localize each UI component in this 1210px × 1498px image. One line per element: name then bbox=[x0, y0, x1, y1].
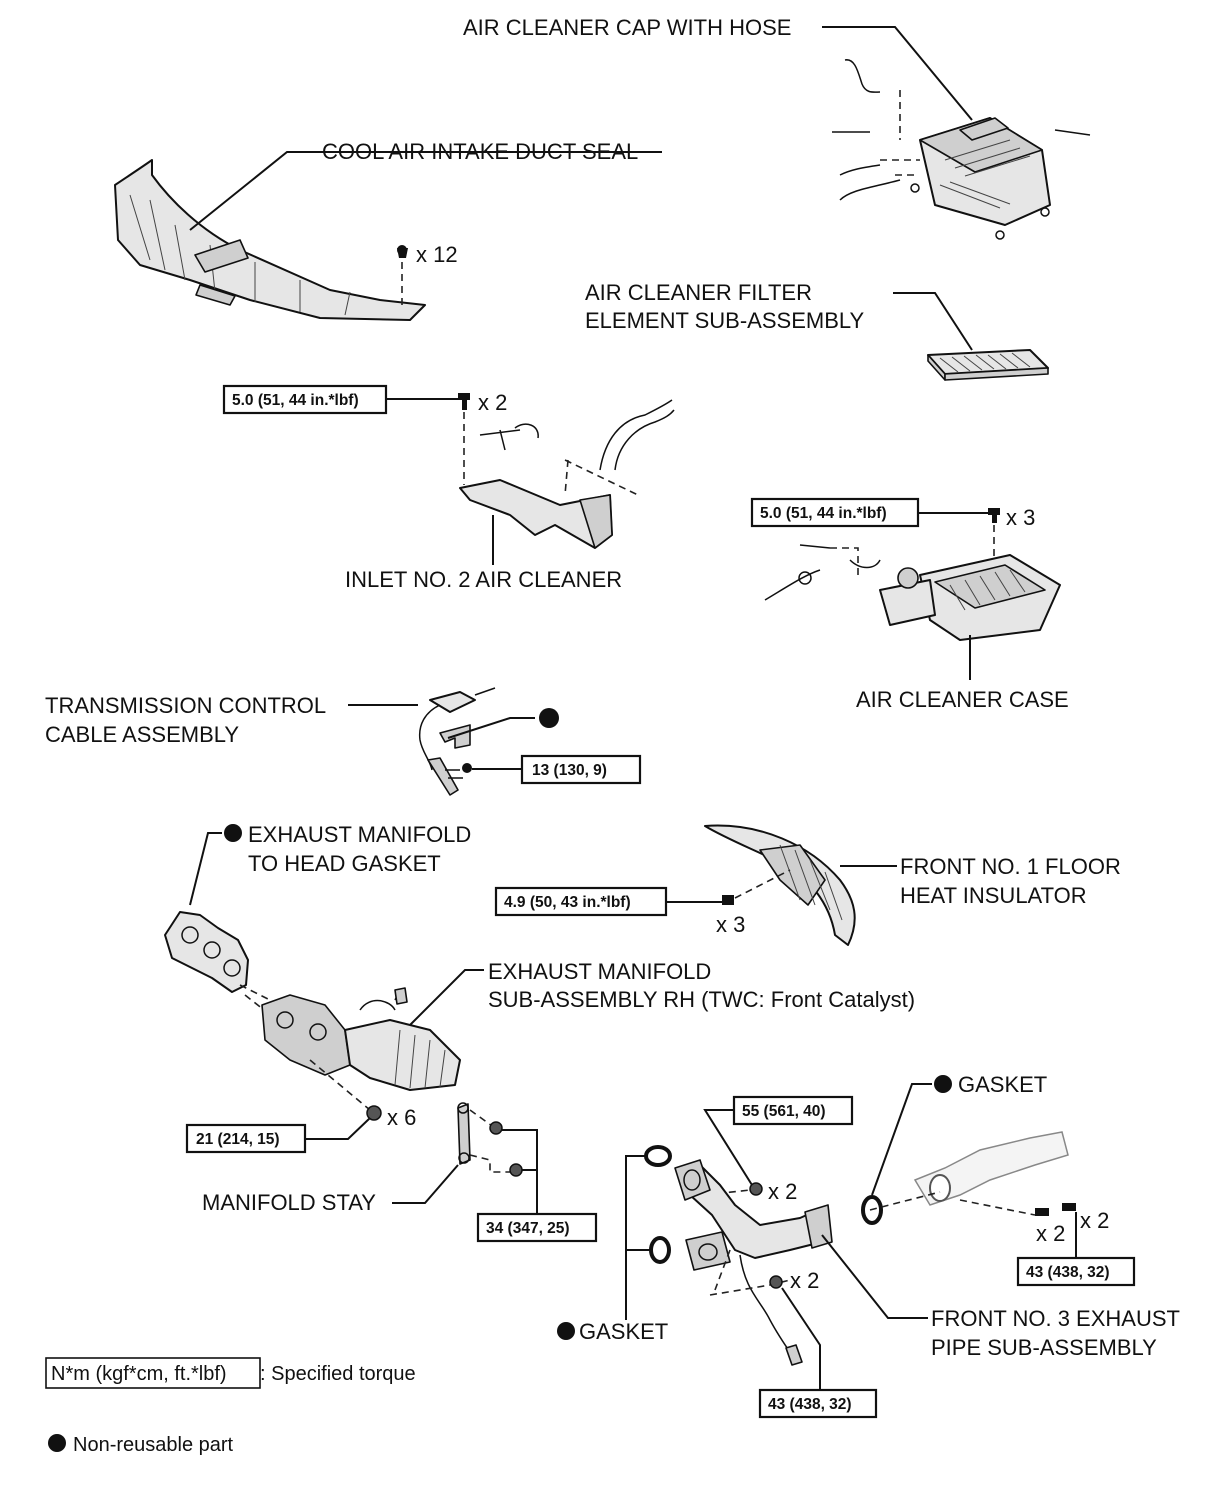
filter-element-label-line1: AIR CLEANER FILTER bbox=[585, 280, 812, 305]
front-pipe-label-line1: FRONT NO. 3 EXHAUST bbox=[931, 1306, 1180, 1331]
legend-nonreusable-dot-icon bbox=[48, 1434, 66, 1452]
pipe-bolt-right-qty-b: x 2 bbox=[1080, 1208, 1109, 1233]
legend-torque-units: N*m (kgf*cm, ft.*lbf) bbox=[51, 1363, 227, 1385]
bolt-icon bbox=[1035, 1208, 1049, 1216]
cool-air-intake-duct-seal-illustration bbox=[114, 159, 426, 321]
bolt-icon bbox=[988, 508, 1000, 523]
torque-pipe-upper: 55 (561, 40) bbox=[742, 1103, 826, 1120]
torque-box-insulator bbox=[494, 886, 668, 917]
pipe-bolt-right-qty-a: x 2 bbox=[1036, 1221, 1065, 1246]
bolt-icon bbox=[509, 1163, 523, 1177]
bolt-icon bbox=[458, 393, 470, 410]
exhaust-manifold-gasket-illustration bbox=[164, 911, 249, 993]
torque-case: 5.0 (51, 44 in.*lbf) bbox=[760, 505, 887, 522]
exhaust-manifold-rh-illustration bbox=[261, 987, 461, 1091]
floor-insulator-label-line2: HEAT INSULATOR bbox=[900, 883, 1087, 908]
legend-torque-desc: : Specified torque bbox=[260, 1363, 416, 1385]
gasket-right-label: GASKET bbox=[958, 1072, 1047, 1097]
nonreusable-dot-icon bbox=[557, 1322, 575, 1340]
torque-box-inlet bbox=[222, 384, 388, 415]
air-cleaner-case-illustration bbox=[764, 544, 1061, 641]
pipe-nut-upper-qty: x 2 bbox=[768, 1179, 797, 1204]
front-no3-exhaust-pipe-illustration bbox=[674, 1159, 833, 1366]
torque-box-stay bbox=[476, 1212, 598, 1243]
manifold-nut-qty: x 6 bbox=[387, 1105, 416, 1130]
exhaust-pipe-rear-illustration bbox=[913, 1131, 1069, 1206]
nonreusable-dot-icon bbox=[224, 824, 242, 842]
inlet-no2-label: INLET NO. 2 AIR CLEANER bbox=[345, 567, 622, 592]
gasket-ring-icon bbox=[649, 1236, 671, 1264]
gasket-ring-icon bbox=[644, 1145, 672, 1167]
nut-icon bbox=[749, 1182, 763, 1196]
manifold-gasket-label-line2: TO HEAD GASKET bbox=[248, 851, 441, 876]
torque-box-manifold bbox=[185, 1123, 307, 1154]
trans-cable-label-line1: TRANSMISSION CONTROL bbox=[45, 693, 326, 718]
pipe-bolt-lower-qty: x 2 bbox=[790, 1268, 819, 1293]
torque-box-case bbox=[750, 497, 920, 528]
torque-box-pipe-upper bbox=[732, 1095, 854, 1126]
torque-manifold: 21 (214, 15) bbox=[196, 1131, 280, 1148]
air-cleaner-cap-label: AIR CLEANER CAP WITH HOSE bbox=[463, 15, 791, 40]
nut-icon bbox=[489, 1121, 503, 1135]
bolt-icon bbox=[769, 1275, 783, 1289]
nut-icon bbox=[462, 763, 472, 773]
cool-air-duct-seal-label: COOL AIR INTAKE DUCT SEAL bbox=[322, 139, 638, 164]
floor-heat-insulator-illustration bbox=[704, 824, 856, 946]
seal-clip-qty: x 12 bbox=[416, 242, 458, 267]
gasket-left-label: GASKET bbox=[579, 1319, 668, 1344]
torque-box-cable bbox=[520, 754, 642, 785]
insulator-bolt-qty: x 3 bbox=[716, 912, 745, 937]
nonreusable-dot-icon bbox=[934, 1075, 952, 1093]
inlet-bolt-qty: x 2 bbox=[478, 390, 507, 415]
bolt-icon bbox=[1062, 1203, 1076, 1211]
torque-cable: 13 (130, 9) bbox=[532, 762, 607, 779]
filter-element-label-line2: ELEMENT SUB-ASSEMBLY bbox=[585, 308, 864, 333]
manifold-stay-label: MANIFOLD STAY bbox=[202, 1190, 376, 1215]
legend-nonreusable: Non-reusable part bbox=[73, 1434, 234, 1456]
trans-cable-label-line2: CABLE ASSEMBLY bbox=[45, 722, 239, 747]
torque-box-pipe-right bbox=[1016, 1256, 1136, 1287]
nonreusable-dot-icon bbox=[539, 708, 559, 728]
filter-element-illustration bbox=[927, 349, 1049, 381]
case-bolt-qty: x 3 bbox=[1006, 505, 1035, 530]
torque-inlet: 5.0 (51, 44 in.*lbf) bbox=[232, 392, 359, 409]
floor-insulator-label-line1: FRONT NO. 1 FLOOR bbox=[900, 854, 1121, 879]
bolt-icon bbox=[722, 895, 734, 905]
transmission-control-cable-illustration bbox=[418, 687, 496, 796]
torque-legend-box bbox=[45, 1357, 261, 1389]
torque-pipe-lower: 43 (438, 32) bbox=[768, 1396, 852, 1413]
manifold-stay-illustration bbox=[457, 1102, 471, 1165]
torque-stay: 34 (347, 25) bbox=[486, 1220, 570, 1237]
nut-icon bbox=[366, 1105, 382, 1121]
torque-insulator: 4.9 (50, 43 in.*lbf) bbox=[504, 894, 631, 911]
air-cleaner-cap-illustration bbox=[832, 59, 1091, 240]
torque-pipe-right: 43 (438, 32) bbox=[1026, 1264, 1110, 1281]
manifold-gasket-label-line1: EXHAUST MANIFOLD bbox=[248, 822, 471, 847]
manifold-rh-label-line2: SUB-ASSEMBLY RH (TWC: Front Catalyst) bbox=[488, 987, 915, 1012]
front-pipe-label-line2: PIPE SUB-ASSEMBLY bbox=[931, 1335, 1157, 1360]
manifold-rh-label-line1: EXHAUST MANIFOLD bbox=[488, 959, 711, 984]
inlet-no2-air-cleaner-illustration bbox=[459, 399, 675, 549]
clip-icon bbox=[397, 245, 408, 258]
air-cleaner-case-label: AIR CLEANER CASE bbox=[856, 687, 1069, 712]
torque-box-pipe-lower bbox=[758, 1388, 878, 1419]
